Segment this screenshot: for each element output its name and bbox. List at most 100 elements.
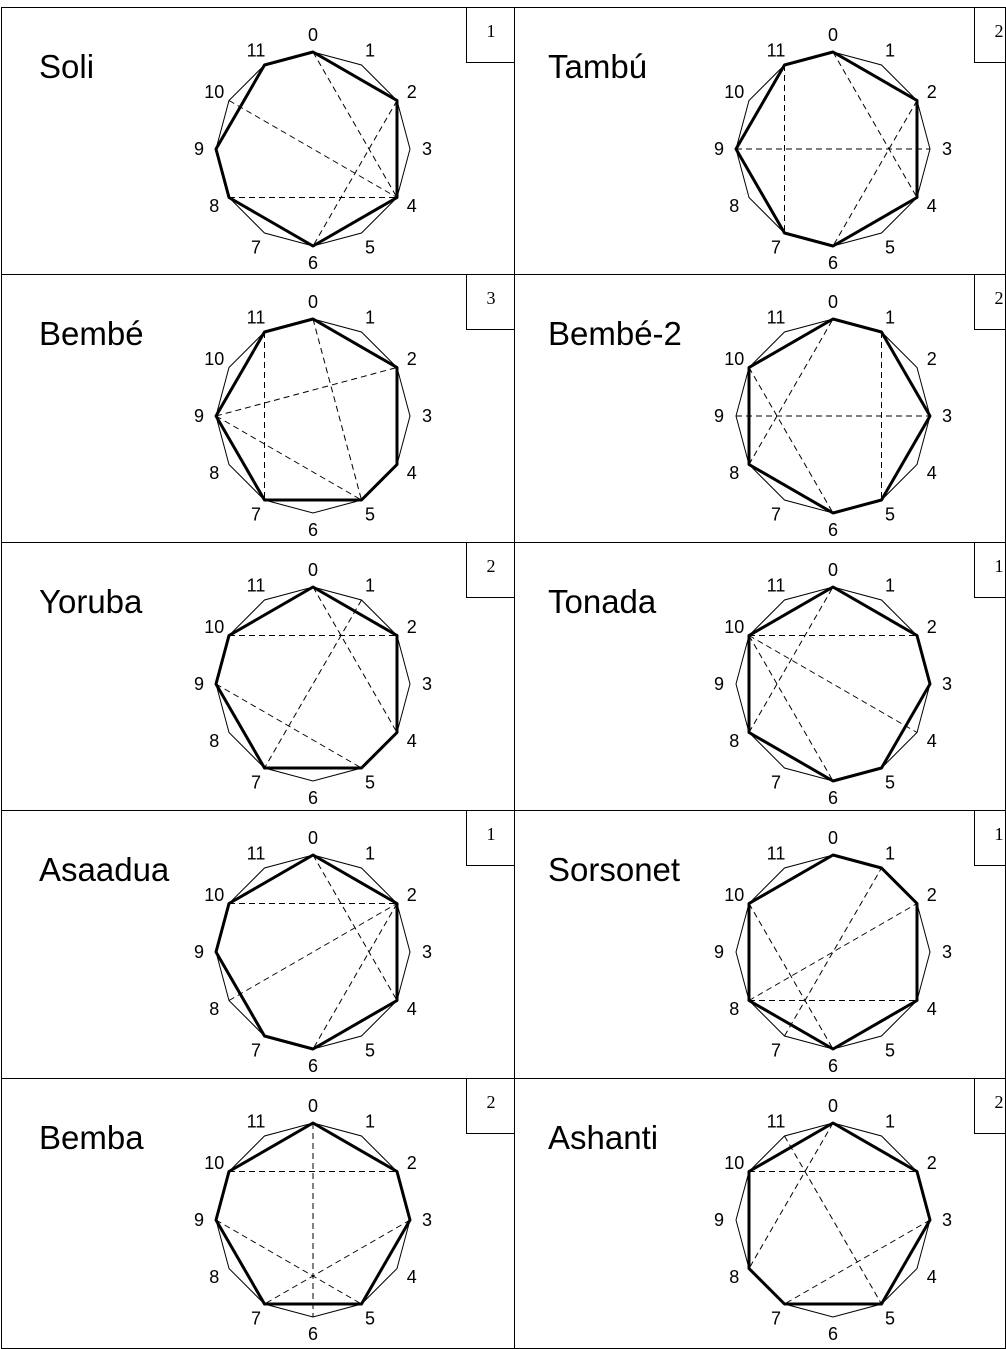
rhythm-name: Tambú [548,48,648,85]
position-label: 2 [407,617,417,637]
dodecagon-outline [735,586,931,782]
position-label: 2 [927,617,937,637]
rhythm-name: Soli [39,48,95,85]
count-box: 2 [466,543,514,598]
position-label: 11 [247,307,266,327]
rhythm-polygon [747,1121,932,1306]
position-label: 3 [942,139,952,159]
position-label: 3 [422,406,432,426]
position-label: 10 [724,617,744,637]
position-label: 8 [209,731,219,751]
position-label: 10 [204,1153,224,1173]
position-label: 6 [828,520,838,540]
position-label: 3 [422,1210,432,1230]
position-label: 3 [422,674,432,694]
dashed-chord [748,1122,834,1269]
position-label: 0 [828,828,838,848]
position-label: 7 [251,1309,261,1329]
position-label: 11 [767,40,786,60]
position-label: 4 [407,463,417,483]
dashed-chord [748,635,918,733]
position-label: 8 [729,463,739,483]
count-box: 2 [974,8,1005,63]
position-label: 6 [308,520,318,540]
position-label: 9 [714,139,724,159]
position-label: 2 [407,82,417,102]
position-label: 10 [724,1153,744,1173]
position-label: 4 [407,196,417,216]
rhythm-name: Sorsonet [548,851,681,888]
position-label: 7 [771,773,781,793]
position-label: 9 [194,139,204,159]
position-label: 2 [927,82,937,102]
position-label: 4 [927,1267,937,1287]
position-label: 10 [204,82,224,102]
dashed-chord [784,1135,882,1305]
position-label: 10 [204,349,224,369]
position-label: 4 [927,463,937,483]
dashed-chord [215,415,362,501]
position-label: 9 [714,674,724,694]
dashed-chord [312,318,362,501]
dashed-chord [264,1219,411,1305]
position-label: 11 [767,1111,786,1131]
position-label: 1 [365,575,375,595]
dashed-chord [312,903,398,1050]
rhythm-polygon [214,1121,412,1306]
position-label: 3 [422,139,432,159]
position-label: 1 [365,40,375,60]
position-label: 6 [828,1056,838,1076]
position-label: 0 [308,25,318,45]
position-label: 10 [724,82,744,102]
count-box: 2 [974,1079,1005,1134]
rhythm-polygon [214,317,399,502]
count-box: 2 [974,275,1005,330]
dashed-chord [832,51,918,198]
position-label: 2 [927,885,937,905]
position-label: 6 [828,253,838,273]
position-label: 8 [209,999,219,1019]
rhythm-name: Tonada [548,583,657,620]
position-label: 10 [724,349,744,369]
position-label: 8 [729,196,739,216]
position-label: 9 [714,406,724,426]
rhythm-polygon [214,50,399,248]
position-label: 0 [828,25,838,45]
position-label: 7 [771,1309,781,1329]
dashed-chord [312,586,398,733]
count-box: 1 [466,8,514,63]
position-label: 10 [204,885,224,905]
rhythm-polygon [214,585,399,770]
count-box: 1 [974,811,1005,866]
position-label: 6 [828,788,838,808]
position-label: 1 [885,40,895,60]
position-label: 5 [885,238,895,258]
position-label: 5 [365,773,375,793]
position-label: 2 [927,349,937,369]
position-label: 11 [247,40,266,60]
position-label: 7 [771,238,781,258]
dashed-chord [312,51,398,198]
position-label: 8 [209,1267,219,1287]
position-label: 1 [885,1111,895,1131]
position-label: 9 [194,942,204,962]
rhythm-name: Asaadua [39,851,170,888]
position-label: 9 [714,1210,724,1230]
position-label: 0 [308,292,318,312]
position-label: 5 [365,505,375,525]
position-label: 1 [365,1111,375,1131]
position-label: 6 [828,1324,838,1344]
position-label: 3 [942,942,952,962]
